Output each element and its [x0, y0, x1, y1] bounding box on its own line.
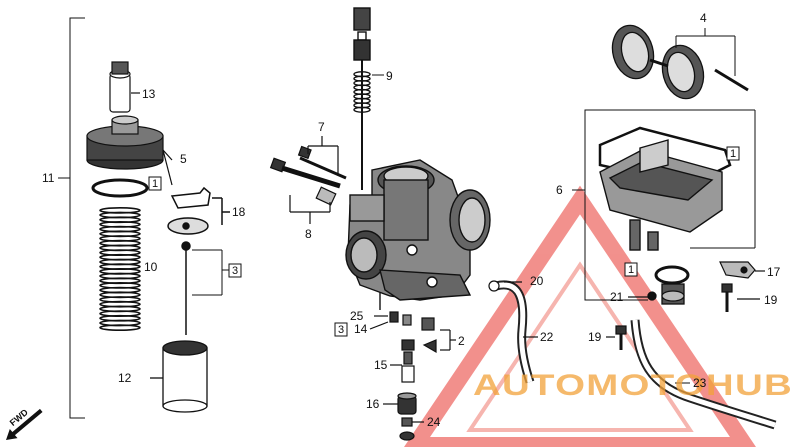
callout-box-3b [334, 322, 348, 337]
callout-3b: 3 [338, 324, 344, 336]
callout-19b: 19 [588, 330, 602, 344]
part-17-drain-plate [719, 261, 765, 279]
callout-11: 11 [42, 171, 55, 185]
callout-3a: 3 [232, 265, 238, 277]
callout-15: 15 [374, 358, 388, 372]
callout-7: 7 [318, 120, 325, 134]
callout-18: 18 [232, 205, 246, 219]
jet-needle [181, 241, 230, 335]
part-13-jet-holder [109, 61, 140, 113]
fwd-arrow: FWD [6, 407, 43, 440]
callout-25: 25 [350, 309, 364, 323]
callout-4: 4 [700, 11, 707, 25]
callout-box-1b [726, 146, 740, 161]
callout-21: 21 [610, 290, 624, 304]
callout-16: 16 [366, 397, 380, 411]
part-4-float [611, 24, 749, 100]
callout-1a: 1 [152, 178, 158, 190]
callout-12: 12 [118, 371, 132, 385]
part-21-drain-screw [628, 265, 690, 305]
group-bracket-11 [58, 17, 85, 419]
callout-23: 23 [693, 376, 707, 390]
callout-8: 8 [305, 227, 312, 241]
callout-10: 10 [144, 260, 158, 274]
group-bracket-6 [572, 109, 756, 301]
callout-box-3a [228, 263, 242, 278]
callout-6: 6 [556, 183, 563, 197]
callout-13: 13 [142, 87, 156, 101]
parts-25-14-15-16-24 [369, 311, 424, 441]
callout-20: 20 [530, 274, 544, 288]
float-chamber [598, 126, 732, 251]
part-5-top-cap [86, 115, 173, 186]
callout-19a: 19 [764, 293, 778, 307]
callout-1b: 1 [730, 148, 736, 160]
part-12-throttle-valve [150, 340, 208, 413]
callout-22: 22 [540, 330, 554, 344]
part-7-8-air-screws [269, 136, 347, 224]
callout-5: 5 [180, 152, 187, 166]
carburetor-body [345, 7, 491, 310]
gasket-ring [91, 178, 149, 198]
watermark-text: AUTOMOTOHUB [473, 369, 793, 402]
part-22-overflow-tube [488, 280, 538, 384]
callout-9: 9 [386, 69, 393, 83]
callout-14: 14 [354, 322, 368, 336]
part-23-drain-hose [630, 319, 777, 430]
callout-box-1c [624, 262, 638, 277]
callout-24: 24 [427, 415, 441, 429]
part-19-screws [606, 283, 760, 350]
callout-1c: 1 [628, 264, 634, 276]
callout-box-1a [148, 176, 162, 191]
part-2-float-valve [421, 317, 456, 354]
part-10-throttle-spring [99, 206, 141, 332]
callout-2: 2 [458, 334, 465, 348]
part-18-needle-clip [167, 186, 230, 235]
watermark-wordmark: AUTOMOTOHUB [473, 369, 793, 402]
callout-17: 17 [767, 265, 781, 279]
